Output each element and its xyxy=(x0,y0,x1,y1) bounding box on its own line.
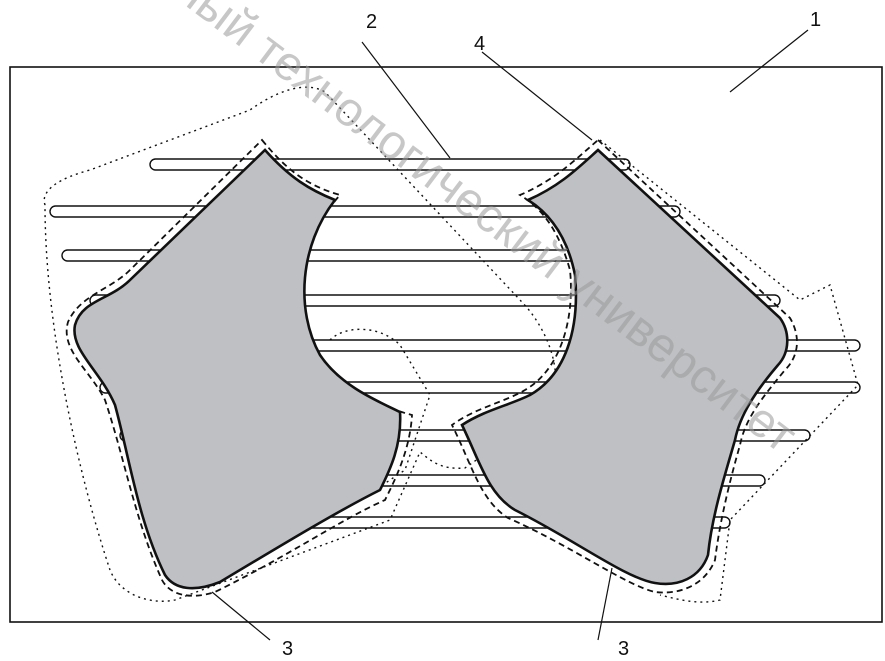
leader-lines xyxy=(211,29,809,641)
right-piece-dashed-outline xyxy=(450,138,798,594)
label-2: 2 xyxy=(366,11,377,33)
dotted-right-contour xyxy=(599,139,859,603)
leader-line-2 xyxy=(361,41,451,159)
leader-line-3-left xyxy=(211,591,271,641)
leader-line-3-right xyxy=(597,567,613,641)
leader-line-4 xyxy=(481,51,593,141)
right-pattern-piece xyxy=(460,148,789,586)
left-pattern-piece xyxy=(73,148,402,590)
label-3-right: 3 xyxy=(618,638,629,660)
leader-line-1 xyxy=(729,29,809,93)
label-4: 4 xyxy=(474,33,485,55)
label-1: 1 xyxy=(810,9,821,31)
label-3-left: 3 xyxy=(282,638,293,660)
